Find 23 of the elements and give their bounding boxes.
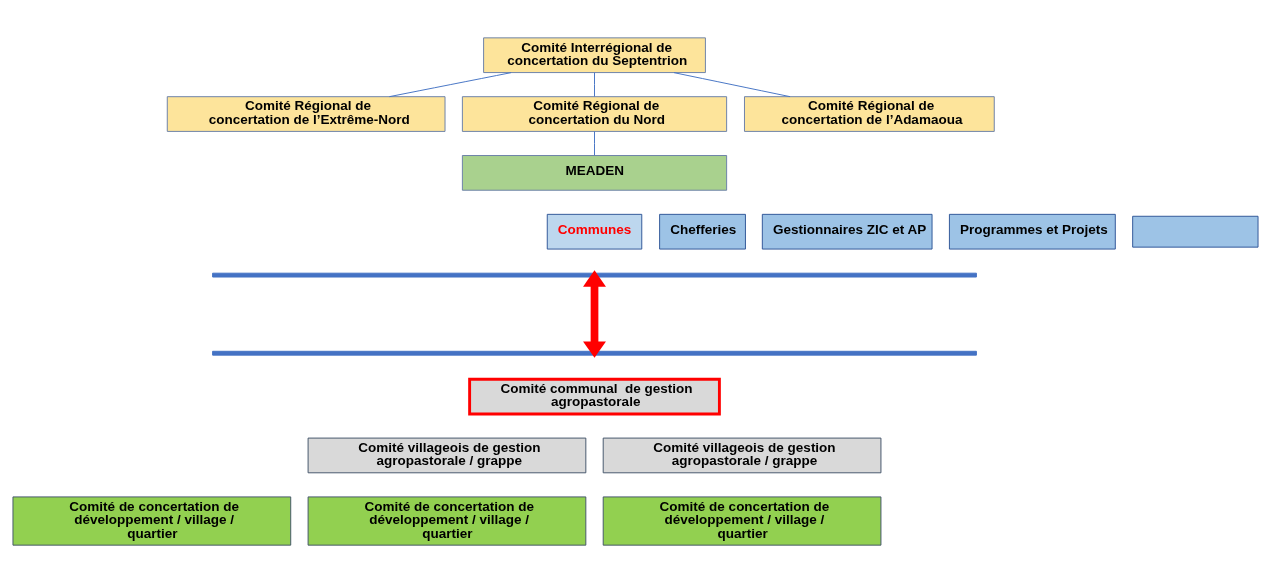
node-box [1132,215,1259,248]
node-box: Comité Interrégional de concertation du Septentrion [483,36,706,73]
node-box: Communes [546,213,643,250]
connector [388,71,512,97]
node-box: Comité de concertation de développement / village / quartier [602,495,882,546]
connector [594,71,595,97]
node-box: MEADEN [461,154,728,191]
node-bar [212,272,977,277]
node-box: Chefferies [659,213,746,250]
node-box: Comité Régional de concertation de l’Adamaoua [744,95,995,132]
node-box: Comité Régional de concertation du Nord [461,95,728,132]
node-box: Programmes et Projets [948,213,1116,250]
connector [673,71,791,97]
node-box: Comité de concertation de développement / village / quartier [307,495,587,546]
node-box: Gestionnaires ZIC et AP [761,213,933,250]
arrow [583,269,606,358]
node-box: Comité villageois de gestion agropastorale / grappe [307,437,587,473]
node-box: Comité Régional de concertation de l’Extrême-Nord [166,95,446,132]
node-box: Comité communal de gestion agropastorale [468,377,721,415]
connector [594,130,595,156]
node-box: Comité villageois de gestion agropastorale / grappe [602,437,882,473]
node-bar [212,350,977,356]
node-box: Comité de concertation de développement / village / quartier [12,495,292,546]
